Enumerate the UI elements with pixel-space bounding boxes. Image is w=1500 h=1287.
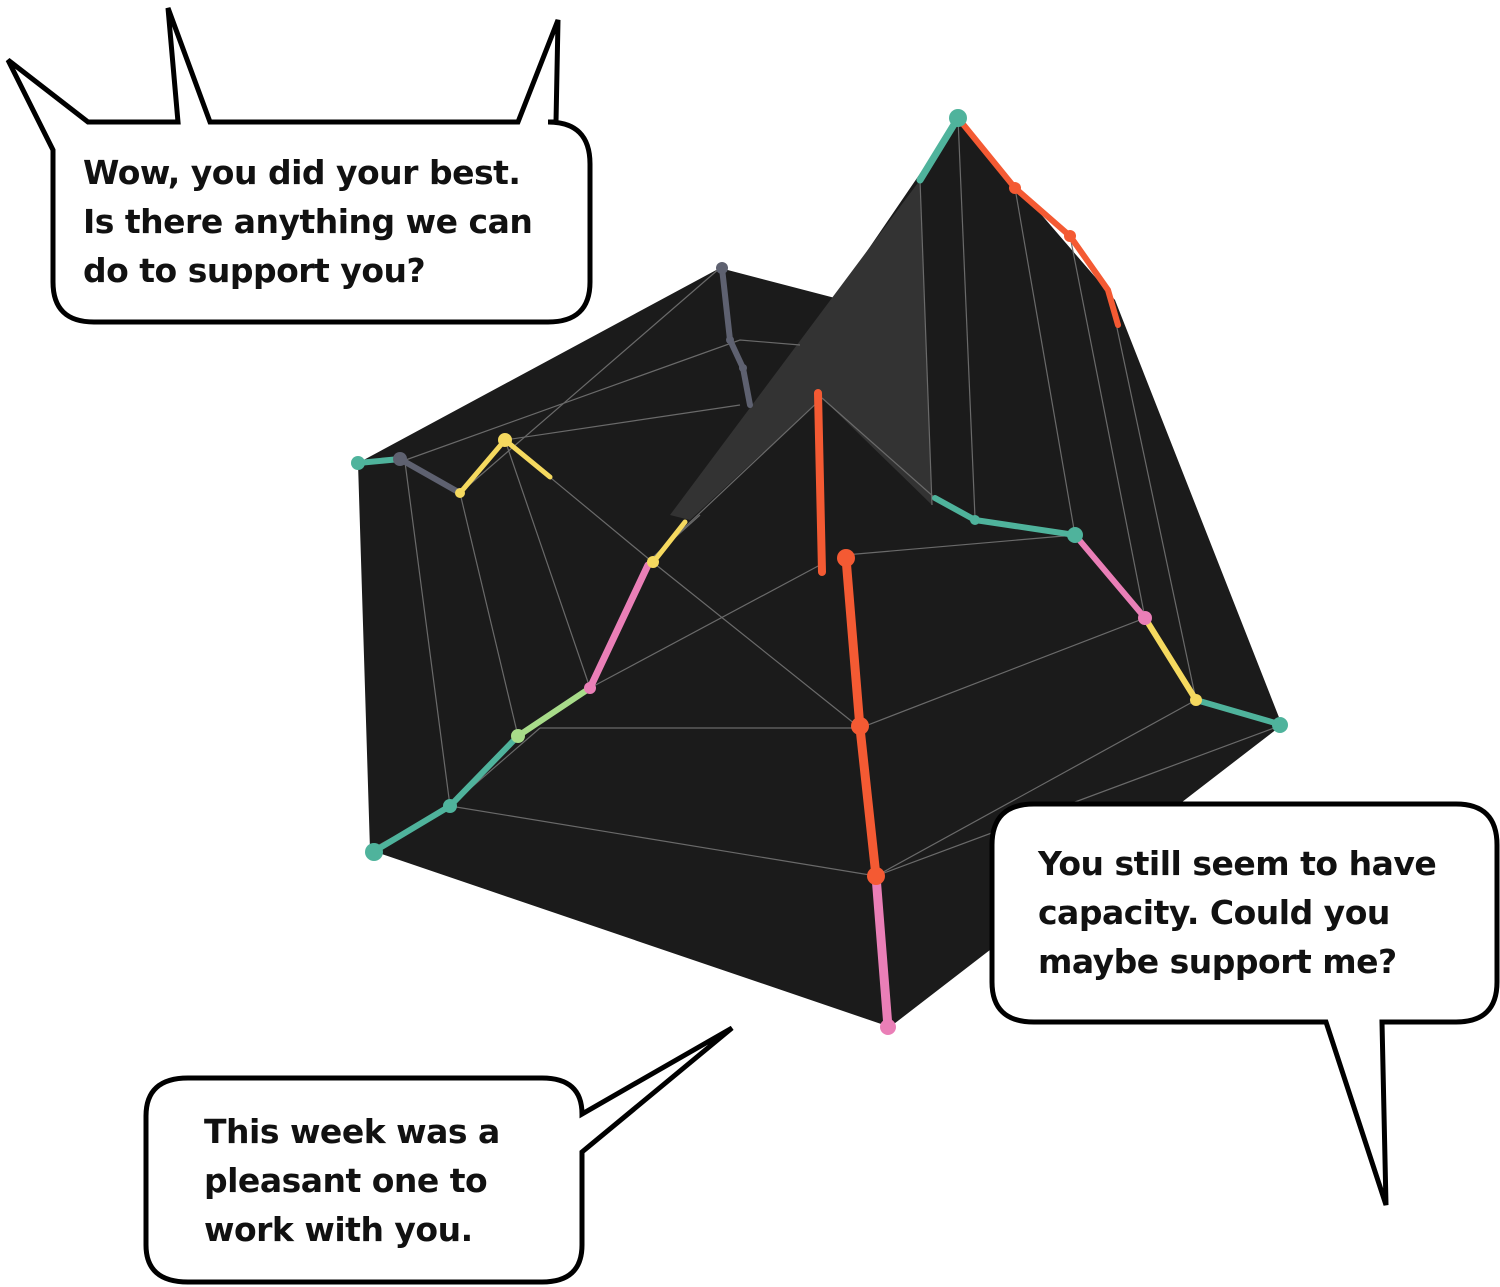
bubble-text-bottom-left: This week was a pleasant one to work wit…: [204, 1107, 500, 1254]
bubble-line: You still seem to have: [1038, 844, 1437, 883]
bubble-line: do to support you?: [83, 251, 426, 290]
bubble-line: maybe support me?: [1038, 942, 1397, 981]
bubble-line: Is there anything we can: [83, 202, 533, 241]
speech-bubble-top-left: [5, 7, 593, 325]
bubble-line: This week was a: [204, 1112, 500, 1151]
bubble-text-right: You still seem to have capacity. Could y…: [1038, 839, 1437, 986]
vertex-dots: [351, 109, 1288, 1035]
bubble-text-top-left: Wow, you did your best. Is there anythin…: [83, 148, 533, 295]
bubble-line: work with you.: [204, 1210, 473, 1249]
speech-bubble-bottom-left: [143, 1025, 734, 1285]
bubble-line: capacity. Could you: [1038, 893, 1390, 932]
speech-bubble-right: [989, 801, 1500, 1206]
mesh-ridge-face: [670, 180, 932, 520]
bubble-line: pleasant one to: [204, 1161, 488, 1200]
bubble-line: Wow, you did your best.: [83, 153, 521, 192]
